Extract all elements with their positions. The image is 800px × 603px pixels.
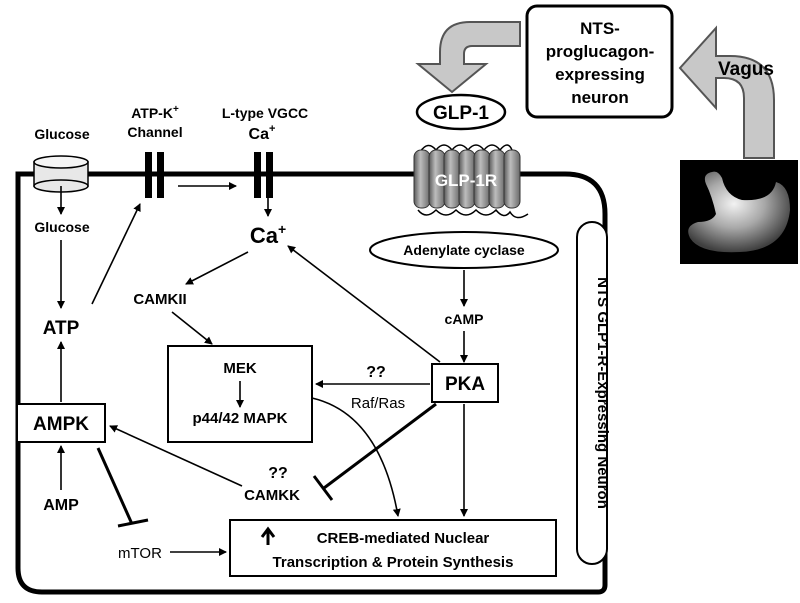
arrow-mapk-to-creb [311, 397, 401, 517]
stomach-icon [688, 171, 790, 253]
inhibit-ampk-to-mtor [96, 447, 134, 525]
atpk-channel-label-line2: Channel [127, 124, 182, 140]
arrow-camkk-to-ampk [109, 425, 243, 487]
side-label: NTS GLP1-R-Expressing Neuron [594, 277, 611, 509]
inhibition-lines [96, 402, 437, 528]
pathway-arrows [57, 176, 468, 556]
adenylate-cyclase-ellipse [369, 231, 559, 269]
camkk-question-label: ?? [268, 465, 288, 482]
glucose-transporter [33, 155, 89, 193]
mtor-label: mTOR [118, 545, 162, 562]
arrow-camkii-to-mek [171, 311, 213, 345]
side-label-box [576, 221, 608, 565]
atpk-channel-icon [145, 152, 164, 198]
arrow-atp-to-channel [91, 203, 141, 305]
atp-label: ATP [43, 318, 80, 339]
adenylate-cyclase-label: Adenylate cyclase [403, 242, 525, 258]
creb-line-1: CREB-mediated Nuclear [317, 530, 490, 547]
glp1r-label: GLP-1R [435, 171, 497, 190]
ampk-box [16, 403, 106, 443]
pka-box [431, 363, 499, 403]
mek-label: MEK [223, 360, 257, 377]
nts-line-4: neuron [571, 88, 629, 107]
ca-inside-label: Ca+ [250, 221, 286, 248]
glp1-ellipse [415, 93, 507, 131]
camkk-label: CAMKK [244, 487, 300, 504]
nts-neuron-box [525, 4, 674, 119]
ampk-label: AMPK [33, 414, 89, 435]
glp1r-receptor [413, 144, 529, 219]
nts-line-1: NTS- [580, 19, 620, 38]
inhibit-mtor-bar [117, 518, 149, 528]
inhibit-camkk-bar [312, 475, 334, 501]
camkii-label: CAMKII [133, 291, 186, 308]
cell-membrane [15, 171, 608, 595]
camp-label: cAMP [445, 311, 484, 327]
amp-label: AMP [43, 497, 79, 514]
raf-question-label: ?? [366, 364, 386, 381]
glp1-label: GLP-1 [433, 103, 489, 124]
vagus-label: Vagus [718, 59, 774, 80]
arrow-ca-to-camkii [185, 251, 249, 285]
raf-ras-label: Raf/Ras [351, 395, 405, 412]
glucose-outside-label: Glucose [34, 126, 89, 142]
creb-box [229, 519, 557, 577]
mapk-label: p44/42 MAPK [192, 410, 287, 427]
curved-arrow-nts-to-glp1 [415, 21, 521, 94]
atpk-channel-label-line1: ATP-K+ [131, 104, 179, 121]
glucose-inside-label: Glucose [34, 219, 89, 235]
inhibit-pka-to-camkk [323, 402, 437, 490]
vgcc-ion: Ca+ [249, 123, 276, 143]
arrow-pka-to-ca [287, 245, 441, 363]
vgcc-title: L-type VGCC [222, 105, 308, 121]
nts-line-2: proglucagon- [546, 42, 655, 61]
vagus-arrow [678, 25, 775, 159]
creb-up-arrow-icon [260, 526, 276, 545]
creb-line-2: Transcription & Protein Synthesis [273, 554, 514, 571]
pka-label: PKA [445, 374, 485, 395]
vgcc-icon [254, 152, 273, 198]
nts-line-3: expressing [555, 65, 645, 84]
